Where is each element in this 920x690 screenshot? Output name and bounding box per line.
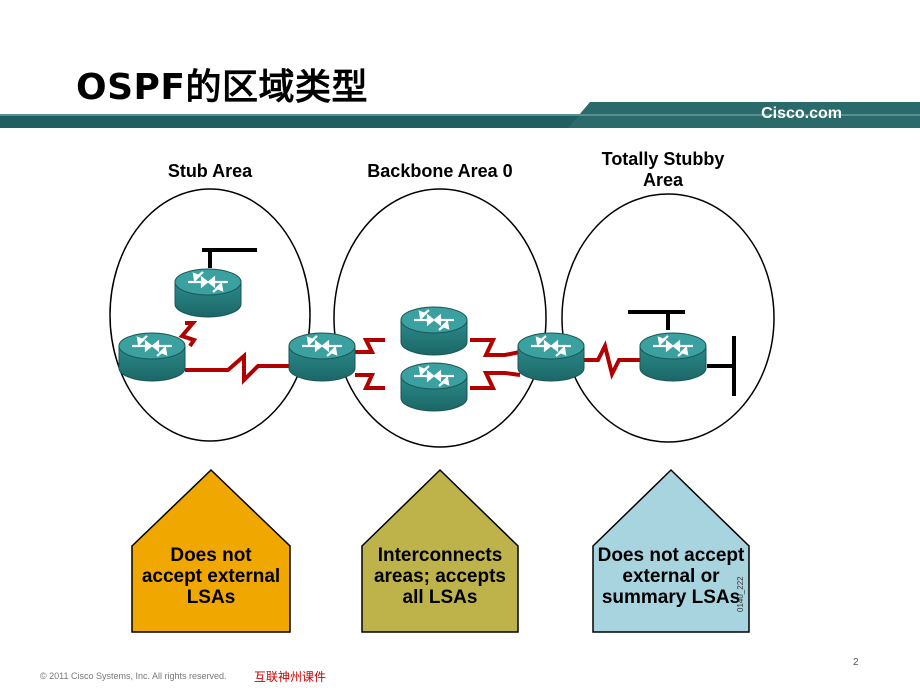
- backbone-info-box: [361, 468, 519, 633]
- stub-area-ellipse: [109, 188, 311, 442]
- router-icon: [399, 305, 469, 357]
- router-icon: [117, 331, 187, 383]
- slide-title: OSPF的区域类型: [76, 67, 369, 108]
- page-number: 2: [853, 657, 859, 668]
- totally-stubby-area-ellipse: [561, 193, 775, 443]
- area-label-totally-stubby: Totally Stubby Area: [601, 149, 725, 190]
- serial-link: [178, 321, 198, 348]
- router-icon: [399, 361, 469, 413]
- serial-link: [185, 351, 292, 385]
- serial-link: [355, 338, 385, 354]
- router-icon: [173, 267, 243, 319]
- serial-link: [470, 371, 521, 390]
- footer-watermark[interactable]: 互联神州课件: [254, 670, 327, 684]
- router-icon: [287, 331, 357, 383]
- serial-link: [583, 340, 640, 380]
- router-icon: [638, 331, 708, 383]
- totally-stubby-info-box: [592, 468, 750, 633]
- router-icon: [516, 331, 586, 383]
- totally-stubby-box-text: Does not accept external or summary LSAs: [597, 545, 745, 608]
- brand-label: Cisco.com: [761, 105, 842, 122]
- area-label-backbone: Backbone Area 0: [367, 161, 513, 181]
- area-label-stub: Stub Area: [167, 161, 253, 181]
- header-bar: [0, 102, 920, 128]
- backbone-box-text: Interconnects areas; accepts all LSAs: [373, 545, 507, 608]
- serial-link: [355, 373, 385, 390]
- backbone-area-ellipse: [333, 188, 547, 448]
- stub-info-box: [131, 468, 291, 633]
- figure-code: 0140_222: [736, 576, 745, 612]
- serial-link: [470, 338, 521, 357]
- stub-box-text: Does not accept external LSAs: [141, 545, 281, 608]
- footer-copyright: © 2011 Cisco Systems, Inc. All rights re…: [40, 671, 227, 681]
